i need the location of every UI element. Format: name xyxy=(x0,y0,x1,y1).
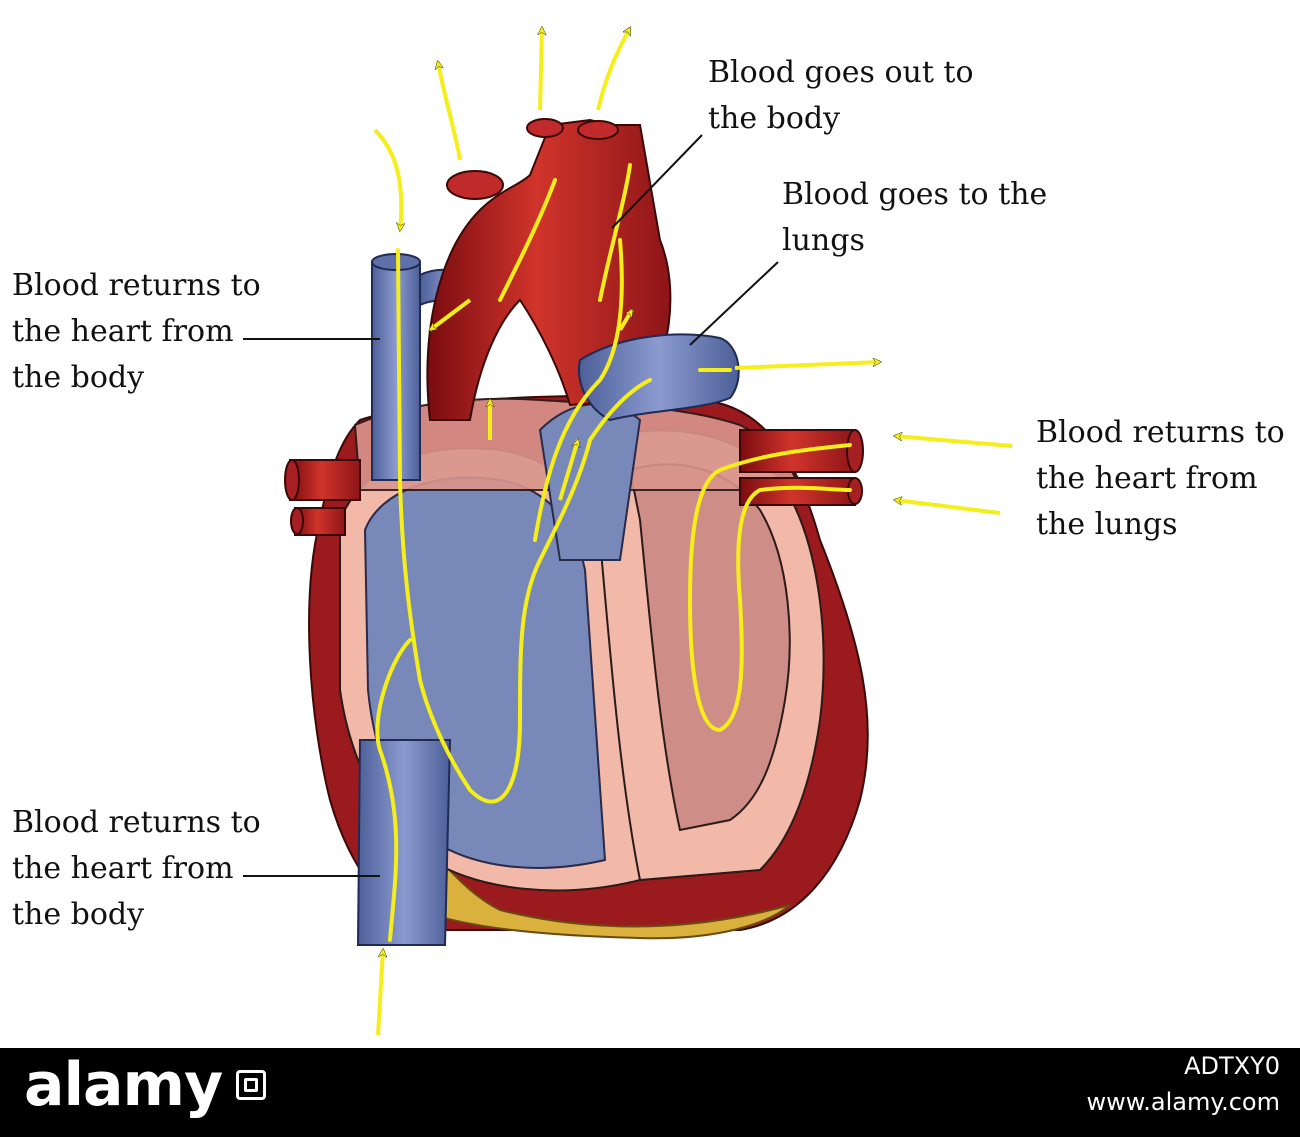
brand-logo: alamy xyxy=(24,1050,223,1120)
arrow-out-middle xyxy=(540,28,542,111)
arrow-body-in-bottom xyxy=(376,950,383,1036)
arrow-lungs-in-lower xyxy=(895,500,1001,515)
pulmonary-artery xyxy=(578,333,740,422)
arrow-lungs-in-upper xyxy=(895,436,1013,448)
flow-arrows xyxy=(373,28,1013,1036)
label-blood-out-to-body: Blood goes out to the body xyxy=(708,55,974,136)
inferior-vena-cava xyxy=(356,739,452,946)
arrow-out-left xyxy=(438,62,462,161)
leader-lines xyxy=(243,134,779,877)
superior-vena-cava xyxy=(371,261,421,481)
internal-arrows xyxy=(430,298,634,501)
arrow-body-in-top xyxy=(373,128,401,230)
left-vessel-upper xyxy=(289,459,361,501)
brand-square-icon xyxy=(236,1070,266,1100)
image-code: ADTXY0 xyxy=(1184,1052,1280,1080)
leader-lungs-out xyxy=(689,261,779,346)
arrow-out-right xyxy=(596,28,632,111)
leader-out-body xyxy=(611,134,703,229)
label-blood-returns-from-body-bottom: Blood returns to the heart from the body xyxy=(12,805,261,932)
blood-flow-paths xyxy=(375,163,852,942)
site-url: www.alamy.com xyxy=(1086,1088,1280,1116)
label-blood-to-lungs: Blood goes to the lungs xyxy=(782,177,1048,258)
watermark-footer: alamy ADTXY0 www.alamy.com xyxy=(0,1048,1300,1137)
label-blood-returns-from-body-top: Blood returns to the heart from the body xyxy=(12,268,261,395)
arrow-lungs-out xyxy=(734,362,880,370)
heart-illustration xyxy=(243,0,1013,1036)
label-blood-returns-from-lungs: Blood returns to the heart from the lung… xyxy=(1036,415,1285,542)
